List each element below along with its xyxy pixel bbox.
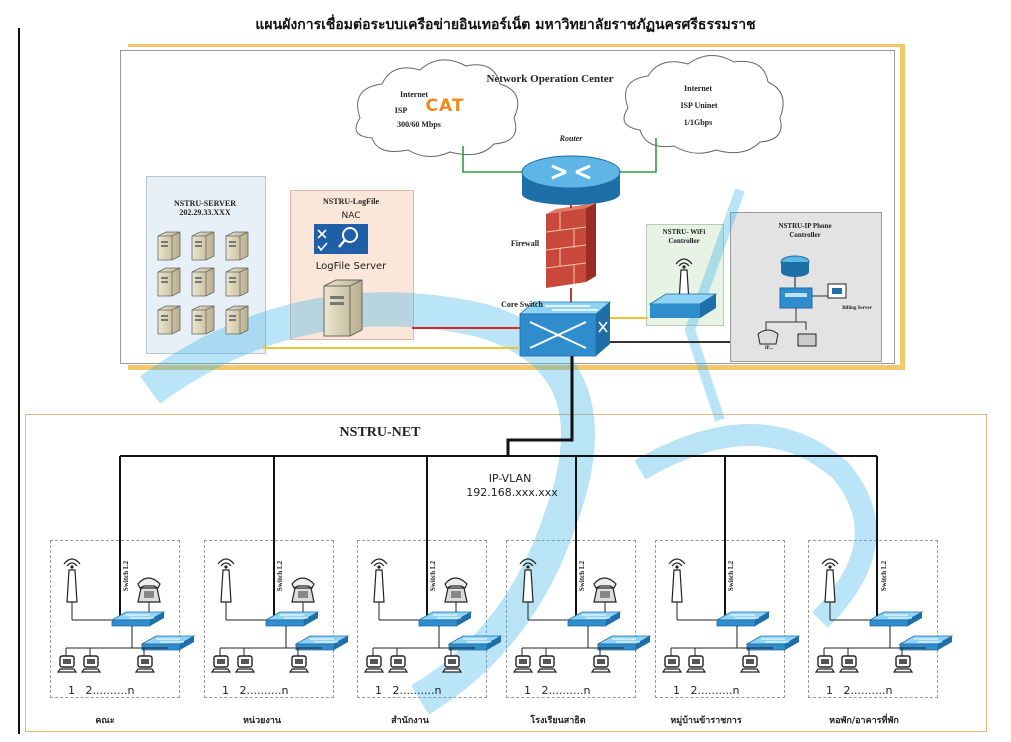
net-title: NSTRU-NET <box>339 425 421 440</box>
firewall-icon <box>545 203 596 288</box>
cloud-icon <box>623 55 784 154</box>
pc-icon <box>388 655 408 673</box>
pc-numbers: 1 2..........n <box>826 684 893 697</box>
watermark <box>139 188 877 715</box>
pc-numbers: 1 2..........n <box>375 684 442 697</box>
router-label: Router <box>559 134 583 143</box>
switch-l2-label: Switch L2 <box>276 560 284 592</box>
vlan-label: IP-VLAN <box>488 472 532 485</box>
phone-icon <box>444 577 468 603</box>
pc-icon <box>839 655 859 673</box>
antenna-icon <box>63 558 81 603</box>
logfile-server-icon <box>323 279 363 337</box>
pc-icon <box>815 655 835 673</box>
antenna-icon <box>217 558 235 603</box>
cloud-icon <box>355 59 519 157</box>
isp-left-line2: ISP <box>394 106 408 115</box>
isp-left-speed: 300/60 Mbps <box>397 120 441 129</box>
pc-icon <box>235 655 255 673</box>
phone-icon <box>593 577 617 603</box>
pc-icon <box>57 655 77 673</box>
switch-l2-label: Switch L2 <box>122 560 130 592</box>
server-icon <box>191 305 215 335</box>
nac-icon <box>314 224 368 254</box>
firewall-label: Firewall <box>510 239 540 248</box>
ipphone-box-title2: Controller <box>789 231 821 239</box>
phone-icon <box>797 333 817 347</box>
pc-icon <box>740 655 760 673</box>
pc-icon <box>513 655 533 673</box>
diagram-title: แผนผังการเชื่อมต่อระบบเครือข่ายอินเทอร์เ… <box>255 17 756 33</box>
pc-icon <box>135 655 155 673</box>
phone-icon <box>757 329 779 345</box>
server-icon <box>191 267 215 297</box>
switch-l2-label: Switch L2 <box>578 560 586 592</box>
site-devices <box>57 558 953 673</box>
phone-icon <box>291 577 315 603</box>
isp-right-line1: Internet <box>684 84 712 93</box>
antenna-icon <box>668 558 686 603</box>
pc-icon <box>537 655 557 673</box>
vlan-address: 192.168.xxx.xxx <box>466 486 558 499</box>
pc-icon <box>364 655 384 673</box>
server-box-ip: 202.29.33.XXX <box>179 208 231 217</box>
switch-l2-label: Switch L2 <box>880 560 888 592</box>
pc-icon <box>211 655 231 673</box>
pc-icon <box>662 655 682 673</box>
pc-icon <box>81 655 101 673</box>
ip-phone-label: IP... <box>764 346 774 351</box>
switch-l2-label: Switch L2 <box>429 560 437 592</box>
isp-left-line1: Internet <box>400 90 428 99</box>
wifi-switch-icon <box>648 293 718 318</box>
phone-icon <box>137 577 161 603</box>
ip-pbx-icon <box>779 287 813 309</box>
wifi-box-title2: Controller <box>668 237 700 245</box>
noc-title: Network Operation Center <box>486 73 614 85</box>
site-label: สำนักงาน <box>391 716 429 726</box>
pc-icon <box>591 655 611 673</box>
isp-right-line2: ISP Uninet <box>680 101 718 110</box>
ip-phone-router-icon <box>780 255 810 277</box>
router-icon <box>521 155 621 205</box>
frame-border <box>18 28 20 734</box>
core-switch-icon <box>518 301 612 357</box>
site-label: หอพัก/อาคารที่พัก <box>829 716 899 726</box>
core-switch-label: Core Switch <box>501 300 543 309</box>
nstru-net-panel <box>25 414 987 732</box>
ipphone-box <box>730 212 882 362</box>
server-icon <box>225 267 249 297</box>
noc-shadow <box>128 44 905 370</box>
pc-numbers: 1 2..........n <box>524 684 591 697</box>
server-icon <box>157 267 181 297</box>
pc-numbers: 1 2..........n <box>222 684 289 697</box>
ipphone-box-title: NSTRU-IP Phone <box>778 222 832 230</box>
logfile-box-title: NSTRU-LogFile <box>323 197 379 206</box>
server-box-title: NSTRU-SERVER <box>174 199 236 208</box>
switch-l2-label: Switch L2 <box>727 560 735 592</box>
server-icon <box>157 231 181 261</box>
isp-right-speed: 1/1Gbps <box>683 118 713 127</box>
pc-numbers: 1 2..........n <box>68 684 135 697</box>
logfile-server-label: LogFile Server <box>315 261 387 272</box>
pc-icon <box>893 655 913 673</box>
site-label: หน่วยงาน <box>242 716 281 726</box>
billing-label: Billing Server <box>842 306 872 311</box>
pc-icon <box>442 655 462 673</box>
site-label: หมู่บ้านข้าราชการ <box>670 716 742 726</box>
wifi-box-title: NSTRU- WiFi <box>662 228 706 236</box>
pc-icon <box>686 655 706 673</box>
antenna-icon <box>370 558 388 603</box>
site-label: โรงเรียนสาธิต <box>530 716 586 726</box>
server-icon <box>191 231 215 261</box>
server-icon <box>225 231 249 261</box>
pc-numbers: 1 2..........n <box>673 684 740 697</box>
pc-icon <box>289 655 309 673</box>
cat-logo: CAT <box>425 96 465 116</box>
server-icon <box>157 305 181 335</box>
site-label: คณะ <box>95 716 115 726</box>
server-icon <box>225 305 249 335</box>
nac-label: NAC <box>341 211 361 221</box>
